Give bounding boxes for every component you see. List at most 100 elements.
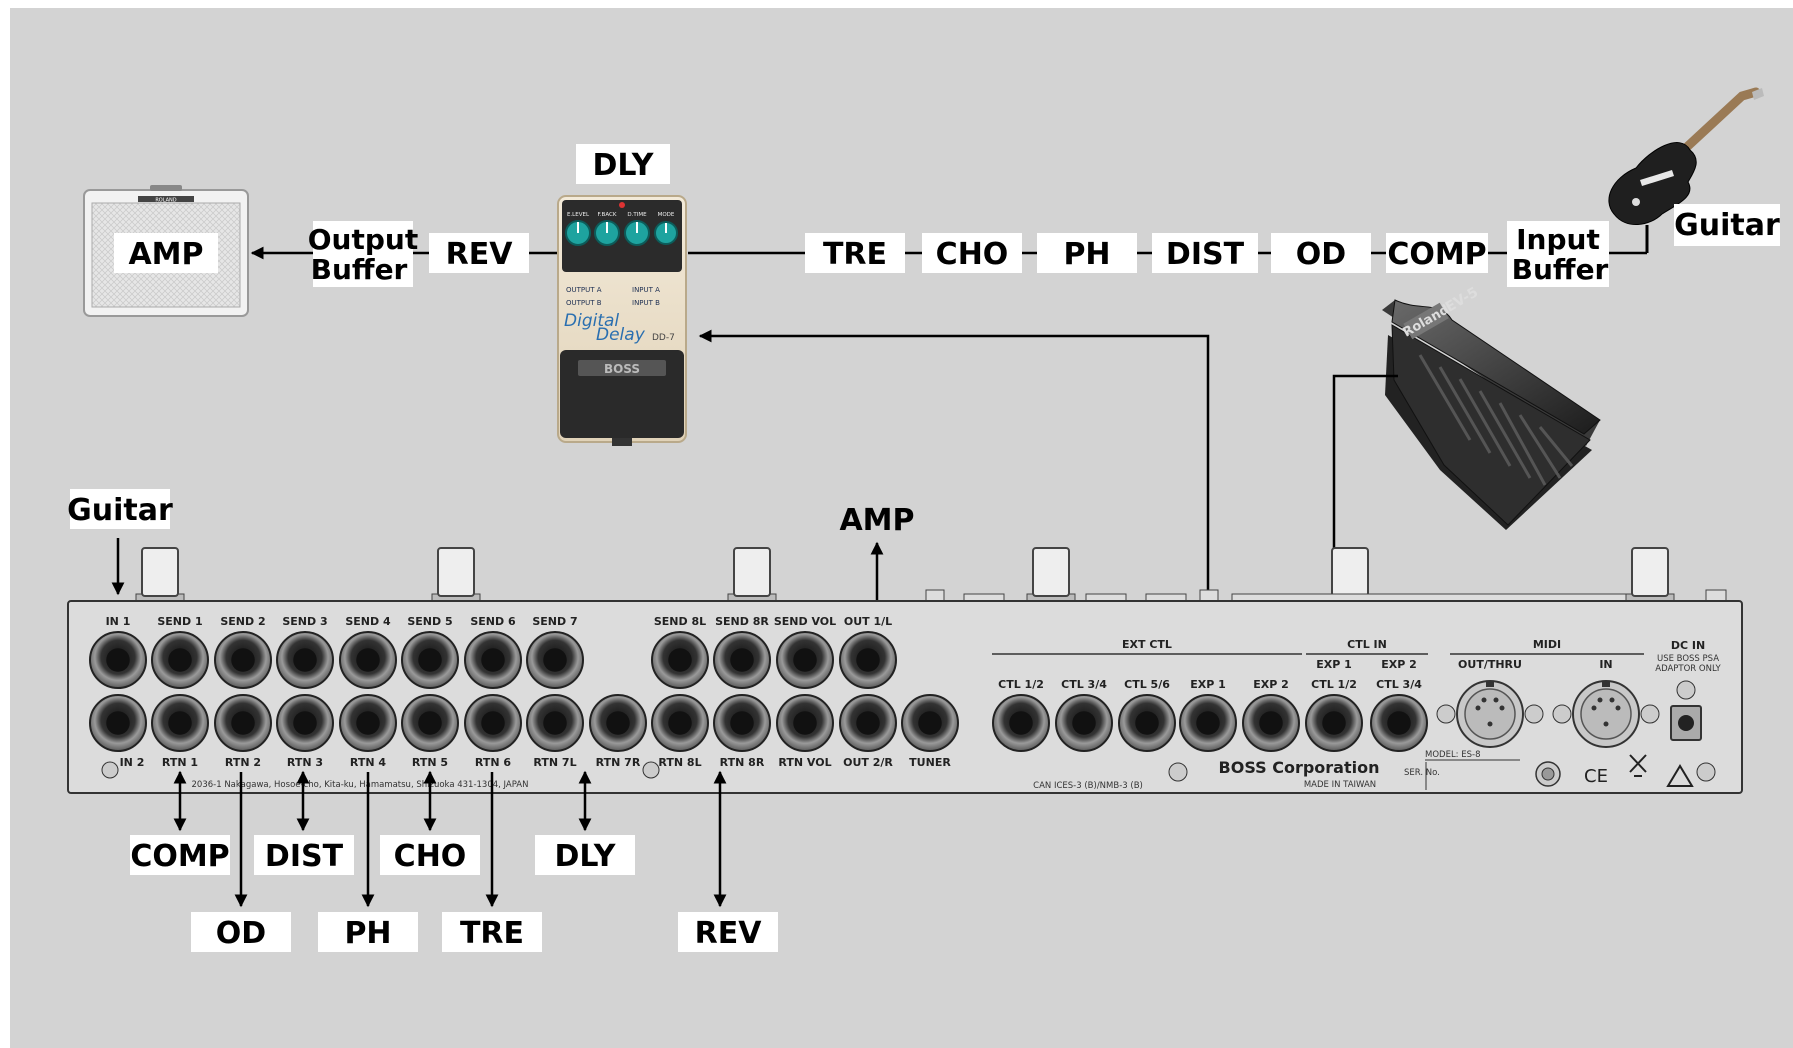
midi-out-jack bbox=[1456, 680, 1524, 748]
audio-jack-hole bbox=[106, 648, 130, 672]
chain-ph-label: PH bbox=[1063, 237, 1110, 272]
unit-dly-label: DLY bbox=[554, 839, 616, 874]
chain-label-box bbox=[114, 233, 218, 273]
unit-label-box bbox=[254, 835, 354, 875]
jack-label-bottom: TUNER bbox=[909, 756, 951, 769]
footswitch bbox=[431, 547, 481, 603]
jack-label-top: SEND 7 bbox=[532, 615, 577, 628]
chain-rev-label: REV bbox=[446, 237, 514, 272]
audio-jack-hole bbox=[730, 648, 754, 672]
chain-tre-label: TRE bbox=[823, 237, 887, 272]
audio-jack-hole bbox=[231, 711, 255, 735]
chain-guitar-label: Guitar bbox=[1674, 208, 1780, 243]
chain-label-box bbox=[1037, 233, 1137, 273]
dc-in-header: DC IN bbox=[1671, 639, 1705, 652]
jack-label-bottom: RTN 4 bbox=[350, 756, 387, 769]
midi-in-label: IN bbox=[1599, 658, 1612, 671]
footswitch bbox=[727, 547, 777, 603]
unit-label-box bbox=[535, 835, 635, 875]
screw bbox=[1676, 680, 1696, 700]
jack-label-bottom: RTN 8L bbox=[658, 756, 701, 769]
audio-jack-hole bbox=[356, 711, 380, 735]
midi-in-jack bbox=[1572, 680, 1640, 748]
ext-ctl-label: CTL 1/2 bbox=[998, 678, 1044, 691]
unit-dist-label: DIST bbox=[265, 839, 344, 874]
unit-ph-label: PH bbox=[344, 916, 391, 951]
knob-label: D.TIME bbox=[627, 212, 647, 218]
unit-tre-label: TRE bbox=[460, 916, 524, 951]
audio-jack-hole bbox=[606, 711, 630, 735]
jack-label-top: SEND 3 bbox=[282, 615, 327, 628]
pedal-led bbox=[619, 202, 625, 208]
delay-pedal: E.LEVEL F.BACK D.TIME MODE OUTPUT A OUTP… bbox=[557, 195, 687, 446]
jack-label-bottom: RTN 7L bbox=[533, 756, 576, 769]
jack-label-top: SEND 8R bbox=[715, 615, 769, 628]
jack-label-top: SEND 2 bbox=[220, 615, 265, 628]
audio-jack-hole bbox=[730, 711, 754, 735]
jack-label-top: SEND 8L bbox=[654, 615, 706, 628]
audio-jack-hole bbox=[481, 711, 505, 735]
panel-right-section: EXT CTL CTL IN EXP 1 EXP 2 MIDI OUT/THRU… bbox=[101, 638, 1722, 791]
audio-jack-hole bbox=[793, 648, 817, 672]
pedal-jack-label: INPUT A bbox=[632, 286, 660, 294]
audio-jack-hole bbox=[668, 711, 692, 735]
chain-output-buffer-label: Buffer bbox=[311, 253, 408, 286]
address: 2036-1 Nakagawa, Hosoe-cho, Kita-ku, Ham… bbox=[192, 780, 529, 790]
jack-label-bottom: RTN VOL bbox=[778, 756, 831, 769]
chain-comp-label: COMP bbox=[1387, 237, 1486, 272]
unit-labels: Guitar AMP COMP DIST CHO DLY OD PH TRE R… bbox=[67, 489, 928, 952]
audio-jack-hole bbox=[293, 648, 317, 672]
chain-label-box bbox=[1386, 233, 1488, 273]
pedal-name-line2: Delay bbox=[596, 325, 646, 345]
audio-jack-hole bbox=[856, 648, 880, 672]
jack-label-bottom: OUT 2/R bbox=[843, 756, 893, 769]
chain-label-box bbox=[1674, 204, 1780, 246]
jack-label-bottom: IN 2 bbox=[120, 756, 145, 769]
ce-mark: CE bbox=[1584, 766, 1608, 787]
audio-jack-hole bbox=[543, 648, 567, 672]
ser-label: SER. No. bbox=[1404, 768, 1440, 778]
chain-label-box bbox=[1507, 221, 1609, 287]
audio-jack-hole bbox=[481, 648, 505, 672]
chain-label-box bbox=[805, 233, 905, 273]
expression-pedal-image: Roland EV-5 bbox=[1382, 284, 1601, 530]
ext-ctl-label: EXP 2 bbox=[1253, 678, 1289, 691]
jack-label-bottom: RTN 5 bbox=[412, 756, 448, 769]
audio-jack-hole bbox=[168, 648, 192, 672]
pedal-jack-label: INPUT B bbox=[632, 299, 660, 307]
audio-jack-hole bbox=[293, 711, 317, 735]
footswitch bbox=[135, 547, 185, 603]
unit-label-box bbox=[678, 912, 778, 952]
ctl-in-top-label: EXP 1 bbox=[1316, 658, 1352, 671]
chain-od-label: OD bbox=[1296, 237, 1346, 272]
chain-input-buffer-label: Input bbox=[1516, 223, 1600, 256]
knob-label: E.LEVEL bbox=[567, 212, 590, 218]
unit-od-label: OD bbox=[216, 916, 266, 951]
dc-in-note: USE BOSS PSA bbox=[1657, 654, 1719, 664]
audio-jack-hole bbox=[543, 711, 567, 735]
chain-dly-label: DLY bbox=[592, 148, 654, 183]
chain-label-box bbox=[429, 233, 529, 273]
certification: CAN ICES-3 (B)/NMB-3 (B) bbox=[1033, 781, 1143, 791]
jack-label-bottom: RTN 2 bbox=[225, 756, 261, 769]
audio-jack-hole bbox=[418, 648, 442, 672]
unit-rev-label: REV bbox=[695, 916, 763, 951]
warning-mark bbox=[1666, 764, 1694, 787]
jack-label-bottom: RTN 8R bbox=[720, 756, 765, 769]
company-name: BOSS Corporation bbox=[1219, 758, 1380, 777]
jack-label-top: SEND 1 bbox=[157, 615, 202, 628]
pedal-jack-label: OUTPUT A bbox=[566, 286, 602, 294]
chain-label-box bbox=[576, 144, 670, 184]
audio-jack-hole bbox=[668, 648, 692, 672]
ctl-jack-hole bbox=[1196, 711, 1220, 735]
screw bbox=[1168, 762, 1188, 782]
ext-ctl-label: EXP 1 bbox=[1190, 678, 1226, 691]
jack-label-top: SEND 4 bbox=[345, 615, 391, 628]
ext-ctl-label: CTL 3/4 bbox=[1061, 678, 1107, 691]
chain-label-box bbox=[1271, 233, 1371, 273]
unit-label-box bbox=[130, 835, 230, 875]
footswitch bbox=[1625, 547, 1675, 603]
ctl-in-jack-hole bbox=[1322, 711, 1346, 735]
ctl-in-label: CTL 3/4 bbox=[1376, 678, 1422, 691]
